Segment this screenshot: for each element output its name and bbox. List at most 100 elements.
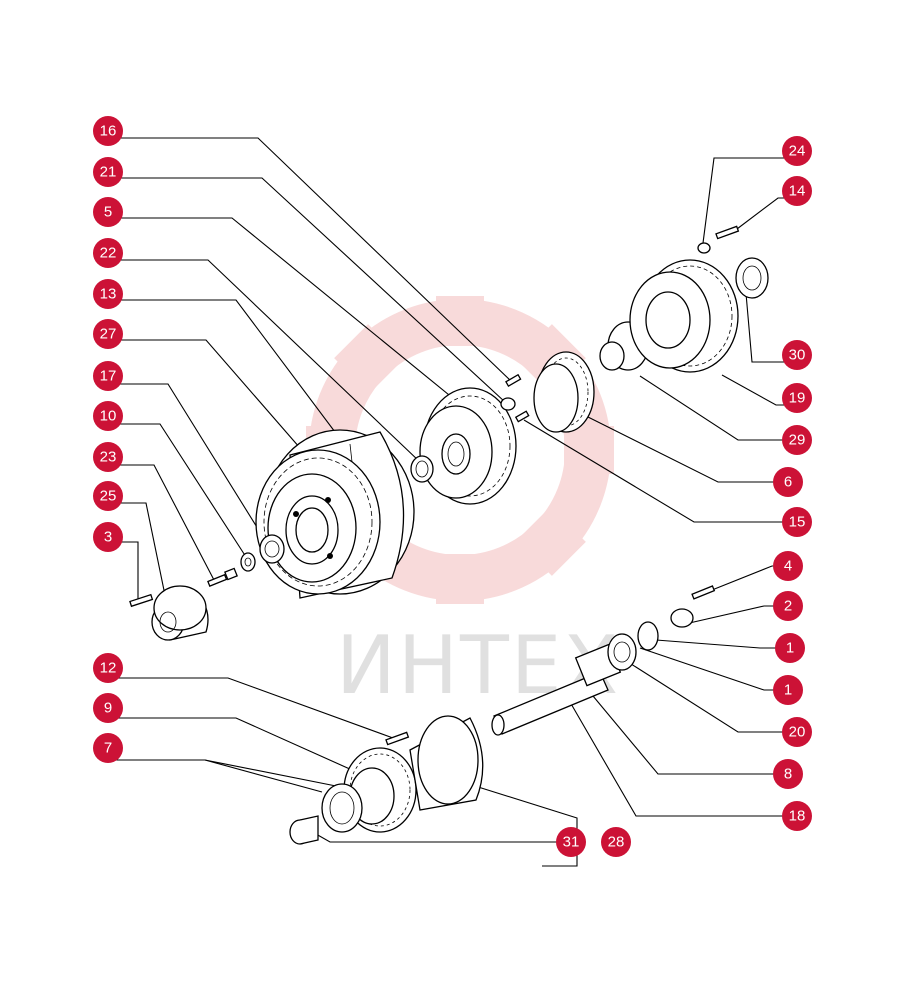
bolt-14 (715, 225, 740, 240)
callout-badge (93, 197, 123, 227)
svg-text:19: 19 (789, 390, 806, 407)
callout-badge (93, 653, 123, 683)
bearing-20 (607, 633, 637, 671)
callout-badge (93, 481, 123, 511)
callout-30[interactable]: 30 (782, 340, 812, 370)
callout-badge (93, 279, 123, 309)
clutch-pack-5 (419, 387, 517, 505)
bolt-4 (691, 585, 716, 600)
svg-text:31: 31 (563, 834, 580, 851)
callout-badge (93, 693, 123, 723)
svg-text:25: 25 (100, 488, 117, 505)
callout-15[interactable]: 15 (782, 507, 812, 537)
callout-badge (93, 157, 123, 187)
washer-2 (670, 608, 694, 628)
svg-text:2: 2 (784, 598, 792, 615)
svg-text:16: 16 (100, 123, 117, 140)
housing-19 (629, 259, 739, 373)
svg-text:15: 15 (789, 514, 806, 531)
circlip-1 (637, 621, 659, 651)
callout-4[interactable]: 4 (773, 551, 803, 581)
callout-28[interactable]: 28 (601, 827, 631, 857)
ring-gear-6 (533, 351, 595, 433)
callout-25[interactable]: 25 (93, 481, 123, 511)
callout-1-lower[interactable]: 1 (773, 675, 803, 705)
callout-badge (93, 401, 123, 431)
bolt-23 (207, 567, 238, 587)
seal-ring-22 (410, 455, 434, 483)
callout-31[interactable]: 31 (556, 827, 586, 857)
callout-13[interactable]: 13 (93, 279, 123, 309)
callout-7[interactable]: 7 (93, 733, 123, 763)
svg-text:21: 21 (100, 164, 117, 181)
bearing-30 (735, 257, 769, 299)
svg-text:9: 9 (104, 700, 112, 717)
callout-16[interactable]: 16 (93, 116, 123, 146)
svg-text:1: 1 (784, 682, 792, 699)
seal-ring-7 (321, 783, 363, 833)
callout-badge (773, 591, 803, 621)
callout-badge (93, 361, 123, 391)
svg-text:18: 18 (789, 808, 806, 825)
callout-badge (93, 116, 123, 146)
callout-badge (775, 633, 805, 663)
sleeve-28 (289, 815, 319, 845)
callout-17[interactable]: 17 (93, 361, 123, 391)
svg-text:29: 29 (789, 432, 806, 449)
callout-3[interactable]: 3 (93, 522, 123, 552)
callout-29[interactable]: 29 (782, 425, 812, 455)
bolt-3 (129, 593, 154, 608)
callout-badge (773, 759, 803, 789)
callout-badge (93, 522, 123, 552)
callout-badge (773, 675, 803, 705)
callout-badge (556, 827, 586, 857)
callout-8[interactable]: 8 (773, 759, 803, 789)
washer-10 (240, 552, 256, 572)
svg-text:12: 12 (100, 660, 117, 677)
svg-text:5: 5 (104, 204, 112, 221)
callout-14[interactable]: 14 (782, 176, 812, 206)
callout-18[interactable]: 18 (782, 801, 812, 831)
callout-27[interactable]: 27 (93, 319, 123, 349)
callout-23[interactable]: 23 (93, 442, 123, 472)
callout-badge (782, 717, 812, 747)
callout-2[interactable]: 2 (773, 591, 803, 621)
callout-21[interactable]: 21 (93, 157, 123, 187)
callout-badge (782, 507, 812, 537)
flange-31 (409, 715, 484, 811)
callout-24[interactable]: 24 (782, 136, 812, 166)
callout-6[interactable]: 6 (773, 467, 803, 497)
svg-text:23: 23 (100, 449, 117, 466)
clutch-drum-large (255, 429, 415, 599)
svg-text:10: 10 (100, 408, 117, 425)
svg-text:14: 14 (789, 183, 806, 200)
callout-badge (93, 733, 123, 763)
hub-25 (151, 585, 209, 641)
callout-19[interactable]: 19 (782, 383, 812, 413)
callout-badge (782, 801, 812, 831)
callout-badge (773, 551, 803, 581)
svg-text:22: 22 (100, 245, 117, 262)
svg-text:1: 1 (786, 640, 794, 657)
svg-text:6: 6 (784, 474, 792, 491)
callout-12[interactable]: 12 (93, 653, 123, 683)
callout-1-upper[interactable]: 1 (775, 633, 805, 663)
callout-10[interactable]: 10 (93, 401, 123, 431)
callout-9[interactable]: 9 (93, 693, 123, 723)
callout-badge (93, 442, 123, 472)
callout-5[interactable]: 5 (93, 197, 123, 227)
ring-21 (500, 397, 516, 411)
svg-text:17: 17 (100, 368, 117, 385)
svg-text:27: 27 (100, 326, 117, 343)
callout-badge (601, 827, 631, 857)
callout-20[interactable]: 20 (782, 717, 812, 747)
svg-text:30: 30 (789, 347, 806, 364)
callout-badge (782, 340, 812, 370)
svg-text:13: 13 (100, 286, 117, 303)
callout-22[interactable]: 22 (93, 238, 123, 268)
washer-24 (697, 242, 711, 254)
spring-15 (514, 410, 530, 423)
callout-badge (782, 425, 812, 455)
callouts: 16 21 5 22 13 27 17 10 (93, 116, 812, 857)
